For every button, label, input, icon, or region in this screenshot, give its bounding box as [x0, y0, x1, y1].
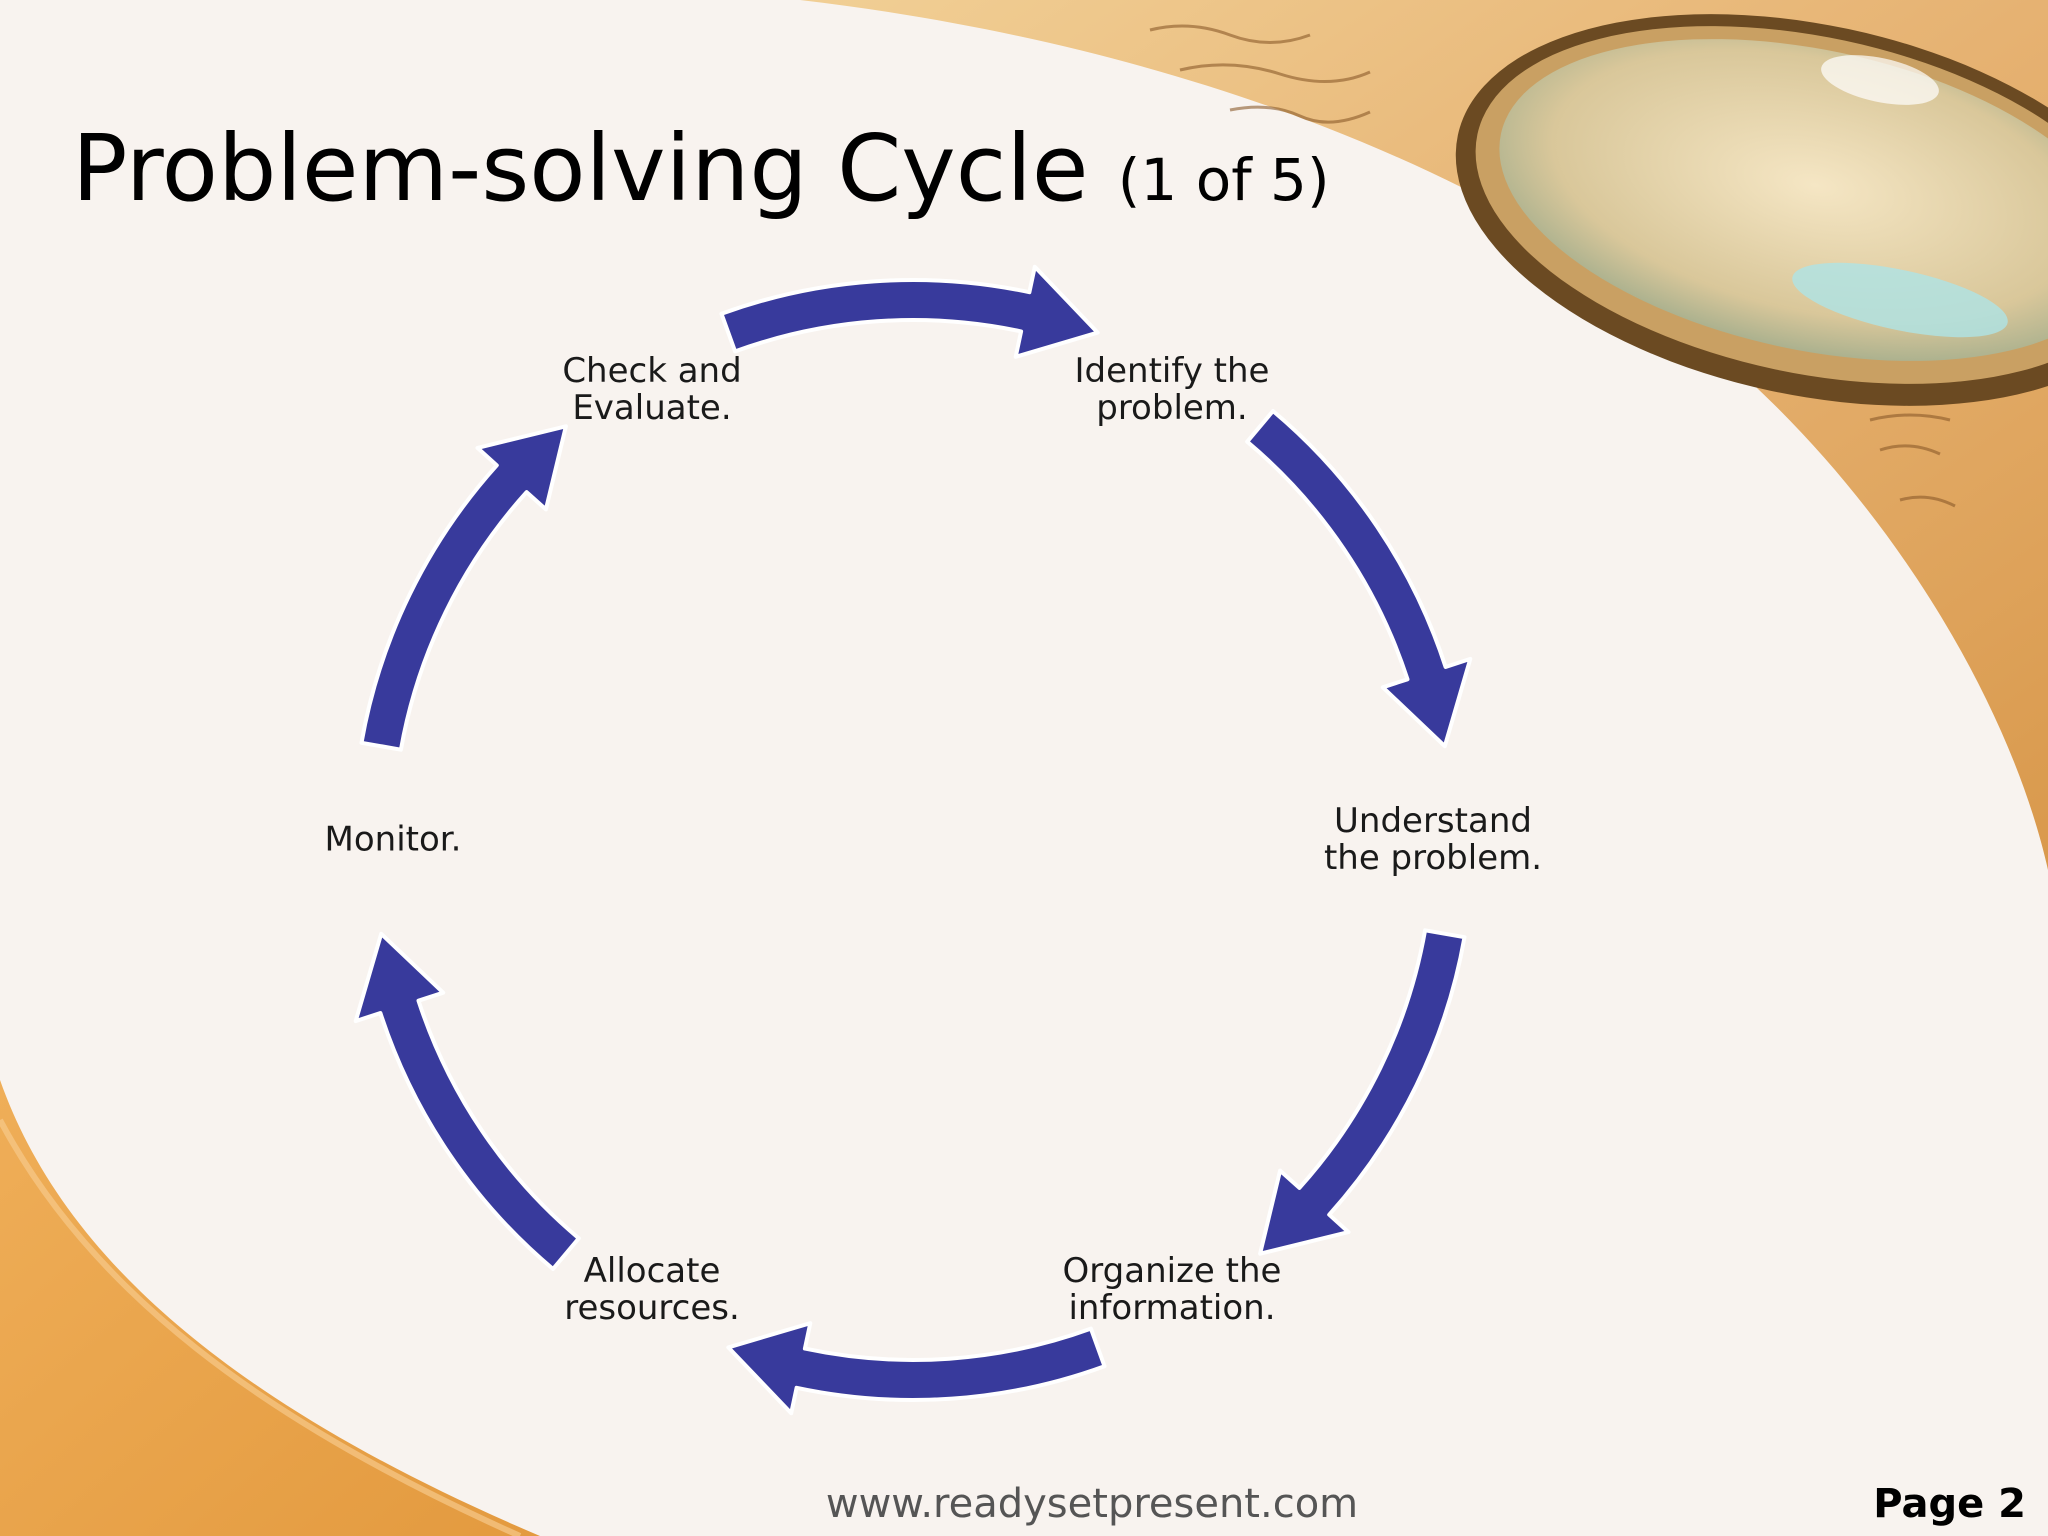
slide-title-main: Problem-solving Cycle: [72, 115, 1089, 222]
step-label-line1: Check and: [562, 351, 742, 391]
page-number: Page 2: [1873, 1481, 2026, 1527]
arrow-monitor-to-check: [359, 424, 568, 752]
step-understand-problem: Understand the problem.: [1324, 803, 1542, 877]
step-label-line2: Evaluate.: [572, 388, 732, 428]
arrow-identify-to-understand: [1245, 409, 1473, 749]
step-label-line1: Allocate: [583, 1251, 721, 1291]
arrow-allocate-to-monitor: [353, 931, 581, 1271]
arrow-check-to-identify: [719, 264, 1100, 359]
step-identify-problem: Identify the problem.: [1075, 353, 1270, 427]
step-label-line1: Monitor.: [324, 819, 462, 860]
slide-title-suffix: (1 of 5): [1117, 146, 1330, 214]
step-label-line1: Organize the: [1062, 1251, 1282, 1291]
step-organize-information: Organize the information.: [1063, 1253, 1282, 1327]
step-allocate-resources: Allocate resources.: [564, 1253, 740, 1327]
orange-swoosh-highlight: [0, 1118, 522, 1536]
step-label-line1: Identify the: [1074, 351, 1270, 391]
magnifying-glass-image: [1455, 14, 2048, 406]
arrow-organize-to-allocate: [726, 1321, 1107, 1416]
step-label-line2: the problem.: [1323, 838, 1543, 878]
slide-title: Problem-solving Cycle (1 of 5): [72, 118, 1330, 219]
step-check-evaluate: Check and Evaluate.: [562, 353, 741, 427]
orange-swoosh: [0, 1080, 540, 1536]
step-label-line1: Understand: [1334, 801, 1532, 841]
step-label-line2: resources.: [564, 1288, 740, 1328]
footer-url: www.readysetpresent.com: [825, 1481, 1359, 1527]
arrow-understand-to-organize: [1258, 928, 1467, 1256]
step-monitor: Monitor.: [324, 819, 462, 860]
step-label-line2: information.: [1068, 1288, 1276, 1328]
step-label-line2: problem.: [1096, 388, 1248, 428]
